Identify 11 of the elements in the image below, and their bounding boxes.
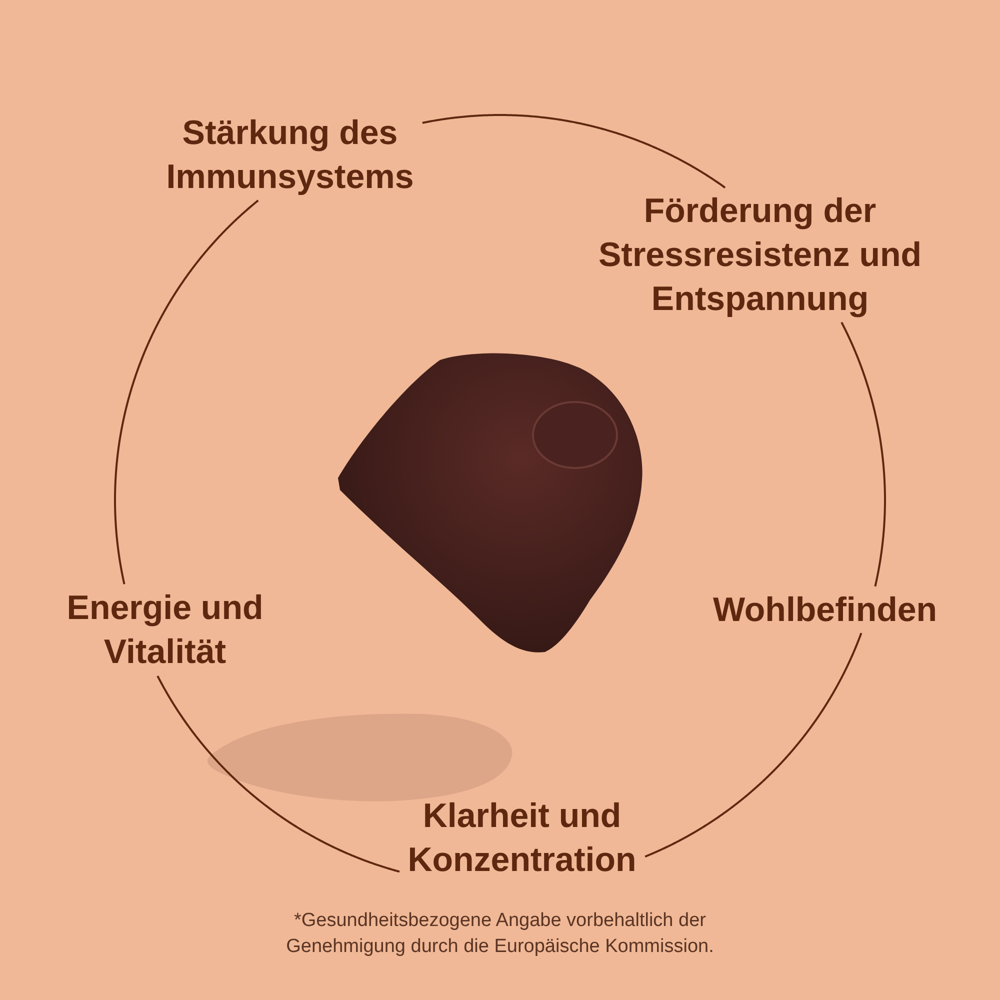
- benefit-label: Energie und Vitalität: [66, 589, 264, 671]
- circle-arc-connector: [156, 675, 400, 873]
- circle-arc-connector: [422, 114, 726, 188]
- benefit-label: Wohlbefinden: [712, 591, 938, 629]
- benefit-label: Klarheit und Konzentration: [408, 797, 636, 879]
- circle-arc-connector: [840, 322, 886, 587]
- benefit-label: Förderung der Stressresistenz und Entspannung: [598, 192, 922, 318]
- circle-arc-connector: [644, 632, 862, 858]
- circle-arc-connector: [114, 200, 259, 584]
- footnote: *Gesundheitsbezogene Angabe vorbehaltlich der Genehmigung durch die Europäische Kommission.: [285, 909, 715, 959]
- benefit-label: Stärkung des Immunsystems: [166, 114, 414, 196]
